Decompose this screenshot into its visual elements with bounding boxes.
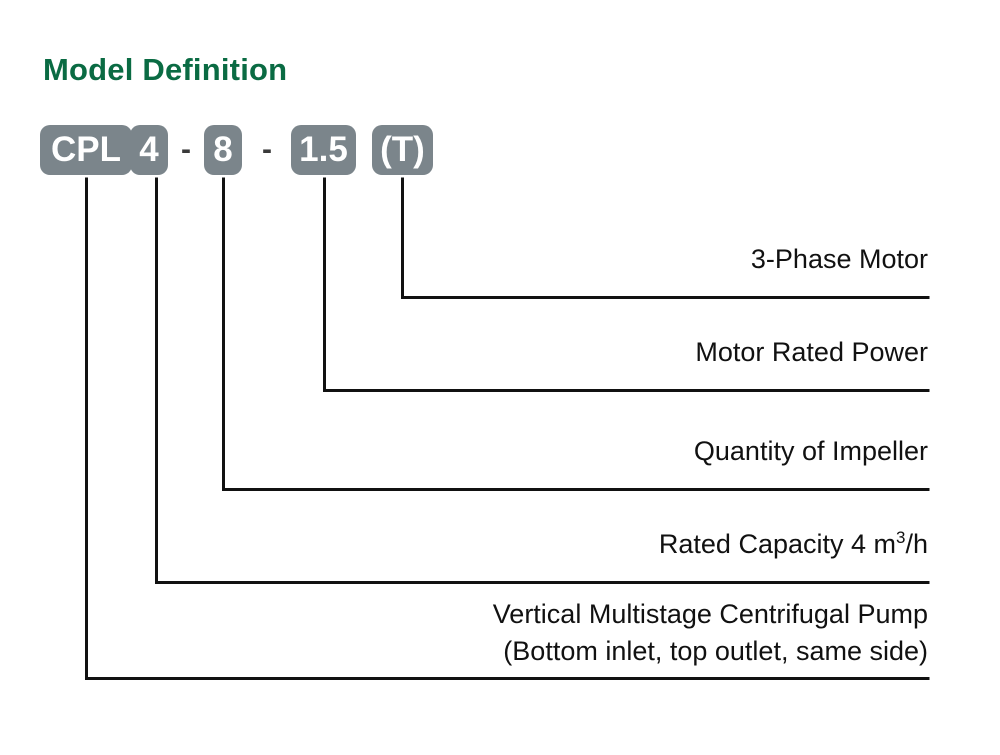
callout-rated-capacity-suffix: /h	[905, 529, 928, 559]
code-badge-cpl: CPL	[40, 125, 132, 175]
code-separator-1: -	[181, 133, 191, 166]
callout-rated-capacity: Rated Capacity 4 m3/h	[659, 528, 928, 561]
code-badge-capacity: 4	[130, 125, 168, 175]
callout-pump-type-line1: Vertical Multistage Centrifugal Pump	[492, 599, 928, 629]
callout-quantity-of-impeller: Quantity of Impeller	[693, 436, 928, 466]
callout-rated-capacity-prefix: Rated Capacity 4 m	[658, 529, 896, 559]
callout-motor-rated-power: Motor Rated Power	[695, 337, 928, 367]
callout-rated-capacity-superscript: 3	[896, 528, 906, 547]
page-title: Model Definition	[43, 52, 288, 87]
code-badge-power: 1.5	[291, 125, 356, 175]
callout-three-phase-motor: 3-Phase Motor	[750, 244, 928, 274]
code-badge-phase: (T)	[372, 125, 433, 175]
callout-pump-type: Vertical Multistage Centrifugal Pump (Bo…	[493, 596, 928, 670]
code-separator-2: -	[262, 133, 272, 166]
leader-line-rated-capacity	[155, 177, 930, 584]
code-badge-stages: 8	[204, 125, 242, 175]
callout-pump-type-line2: (Bottom inlet, top outlet, same side)	[503, 636, 928, 666]
leader-line-three-phase-motor	[401, 177, 930, 299]
